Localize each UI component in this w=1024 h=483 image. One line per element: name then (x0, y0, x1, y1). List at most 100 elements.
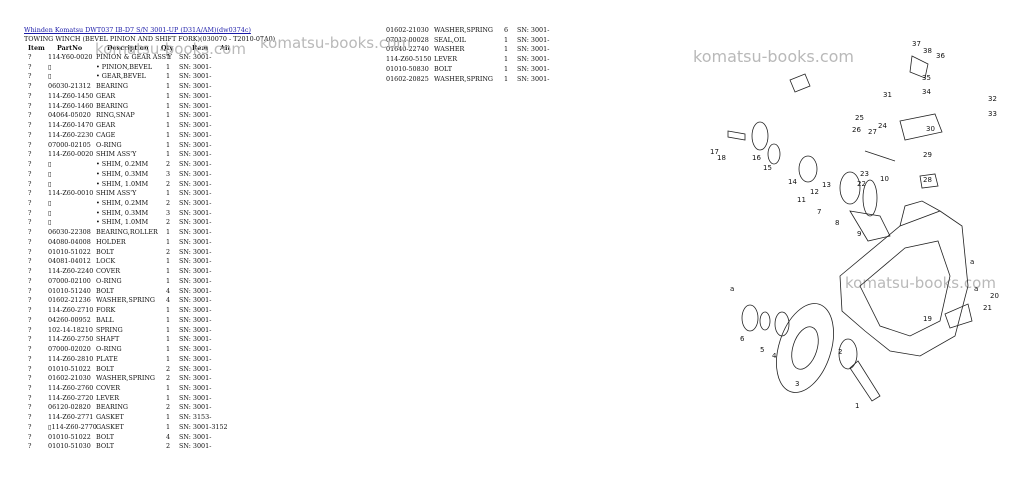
partno-cell[interactable]: 01602-20825 (386, 74, 429, 83)
fork-9 (849, 210, 891, 242)
item-cell: ? (28, 218, 32, 227)
partno-cell[interactable]: 114-Z60-2720 (48, 393, 94, 402)
partno-cell[interactable]: 114-Z60-2710 (48, 306, 94, 315)
item-cell: ? (28, 82, 32, 91)
description-cell: GEAR (96, 121, 116, 130)
partno-cell[interactable]: 07000-02100 (48, 276, 91, 285)
partno-cell[interactable]: 07012-00028 (386, 35, 429, 44)
remark-cell: SN: 3001- (179, 150, 212, 159)
diagram-callout: 31 (883, 91, 892, 99)
partno-cell[interactable]: 01010-51030 (48, 442, 91, 451)
partno-cell[interactable]: 04064-05020 (48, 111, 91, 120)
partno-cell[interactable]: ▯ (48, 199, 52, 208)
diagram-callout: 10 (880, 175, 889, 183)
qty-cell: 1 (166, 62, 171, 71)
remark-cell: SN: 3001- (179, 199, 212, 208)
item-cell: ? (28, 72, 32, 81)
partno-cell[interactable]: 114-Z60-2240 (48, 267, 94, 276)
diagram-callout: 26 (852, 126, 861, 134)
diagram-callout: 33 (988, 110, 997, 118)
partno-cell[interactable]: 04080-04008 (48, 237, 91, 246)
remark-cell: SN: 3001- (179, 82, 212, 91)
partno-cell[interactable]: 06030-21312 (48, 82, 91, 91)
diagram-callout: 12 (810, 188, 819, 196)
item-cell: ? (28, 442, 32, 451)
diagram-callout: 15 (763, 164, 772, 172)
partno-cell[interactable]: 01602-21236 (48, 296, 91, 305)
diagram-callout: 22 (857, 180, 866, 188)
qty-cell: 1 (166, 276, 171, 285)
header-item: Item (28, 44, 45, 52)
partno-cell[interactable]: 01602-21030 (386, 26, 429, 34)
partno-cell[interactable]: ▯ (48, 72, 52, 81)
partno-cell[interactable]: 114-Z60-2771 (48, 413, 94, 422)
remark-cell: SN: 3001- (517, 55, 550, 64)
partno-cell[interactable]: 114-Z60-1470 (48, 121, 94, 130)
qty-cell: 3 (166, 169, 171, 178)
remark-cell: SN: 3001- (179, 432, 212, 441)
partno-cell[interactable]: 04081-04012 (48, 257, 91, 266)
qty-cell: 1 (166, 140, 171, 149)
bearing-8 (839, 171, 861, 205)
partno-cell[interactable]: ▯ (48, 208, 52, 217)
diagram-callout: 35 (922, 74, 931, 82)
qty-cell: 1 (166, 111, 171, 120)
remark-cell: SN: 3001- (179, 257, 212, 266)
watermark: komatsu-books.com (845, 274, 996, 292)
partno-cell[interactable]: 06120-02820 (48, 403, 91, 412)
partno-cell[interactable]: 114-Z60-1460 (48, 101, 94, 110)
qty-cell: 1 (166, 393, 171, 402)
partno-cell[interactable]: 01010-51022 (48, 364, 91, 373)
partno-cell[interactable]: ▯114-Z60-2770 (48, 422, 97, 431)
diagram-callout: 13 (822, 181, 831, 189)
diagram-callout: 18 (717, 154, 726, 162)
item-cell: ? (28, 62, 32, 71)
remark-cell: SN: 3001- (179, 267, 212, 276)
qty-cell: 4 (166, 296, 171, 305)
lever-28 (919, 173, 939, 189)
remark-cell: SN: 3001- (179, 169, 212, 178)
partno-cell[interactable]: 04260-00952 (48, 315, 91, 324)
partno-cell[interactable]: 114-Z60-2810 (48, 354, 94, 363)
partno-cell[interactable]: 102-14-18210 (48, 325, 93, 334)
remark-cell: SN: 3001- (179, 91, 212, 100)
diagram-callout: 28 (923, 176, 932, 184)
partno-cell[interactable]: 01640-22740 (386, 45, 429, 54)
item-cell: ? (28, 267, 32, 276)
qty-cell: 1 (166, 383, 171, 392)
breadcrumb[interactable]: Whinden Komatsu DWT037 IB-D7 S/N 3001-UP… (24, 26, 251, 34)
partno-cell[interactable]: ▯ (48, 62, 52, 71)
qty-cell: 1 (166, 101, 171, 110)
partno-cell[interactable]: 01010-51022 (48, 247, 91, 256)
partno-cell[interactable]: 114-Z60-0010 (48, 189, 94, 198)
partno-cell[interactable]: 07000-02105 (48, 140, 91, 149)
partno-cell[interactable]: 07000-02020 (48, 345, 91, 354)
partno-cell[interactable]: 114-Z60-2760 (48, 383, 94, 392)
partno-cell[interactable]: 01010-51022 (48, 432, 91, 441)
partno-cell[interactable]: 01010-51240 (48, 286, 91, 295)
partno-cell[interactable]: ▯ (48, 218, 52, 227)
partno-cell[interactable]: 01602-21030 (48, 374, 91, 383)
description-cell: • GEAR,BEVEL (96, 72, 146, 81)
item-cell: ? (28, 199, 32, 208)
breadcrumb-link[interactable]: Whinden Komatsu DWT037 IB-D7 S/N 3001-UP… (24, 26, 251, 34)
remark-cell: SN: 3001- (179, 62, 212, 71)
partno-cell[interactable]: 114-Y60-0020 (48, 53, 93, 61)
partno-cell[interactable]: 114-Z60-0020 (48, 150, 94, 159)
qty-cell: 1 (166, 121, 171, 130)
qty-cell: 1 (166, 130, 171, 139)
partno-cell[interactable]: ▯ (48, 179, 52, 188)
partno-cell[interactable]: 114-Z60-2750 (48, 335, 94, 344)
partno-cell[interactable]: 114-Z60-5150 (386, 55, 432, 64)
qty-cell: 2 (166, 247, 171, 256)
diagram-callout: 25 (855, 114, 864, 122)
description-cell: O-RING (96, 345, 122, 354)
partno-cell[interactable]: 01010-50830 (386, 64, 429, 73)
partno-cell[interactable]: ▯ (48, 160, 52, 169)
header-description: Description (107, 44, 149, 52)
partno-cell[interactable]: 114-Z60-2230 (48, 130, 94, 139)
partno-cell[interactable]: 06030-22308 (48, 228, 91, 237)
item-cell: ? (28, 364, 32, 373)
partno-cell[interactable]: ▯ (48, 169, 52, 178)
partno-cell[interactable]: 114-Z60-1450 (48, 91, 94, 100)
